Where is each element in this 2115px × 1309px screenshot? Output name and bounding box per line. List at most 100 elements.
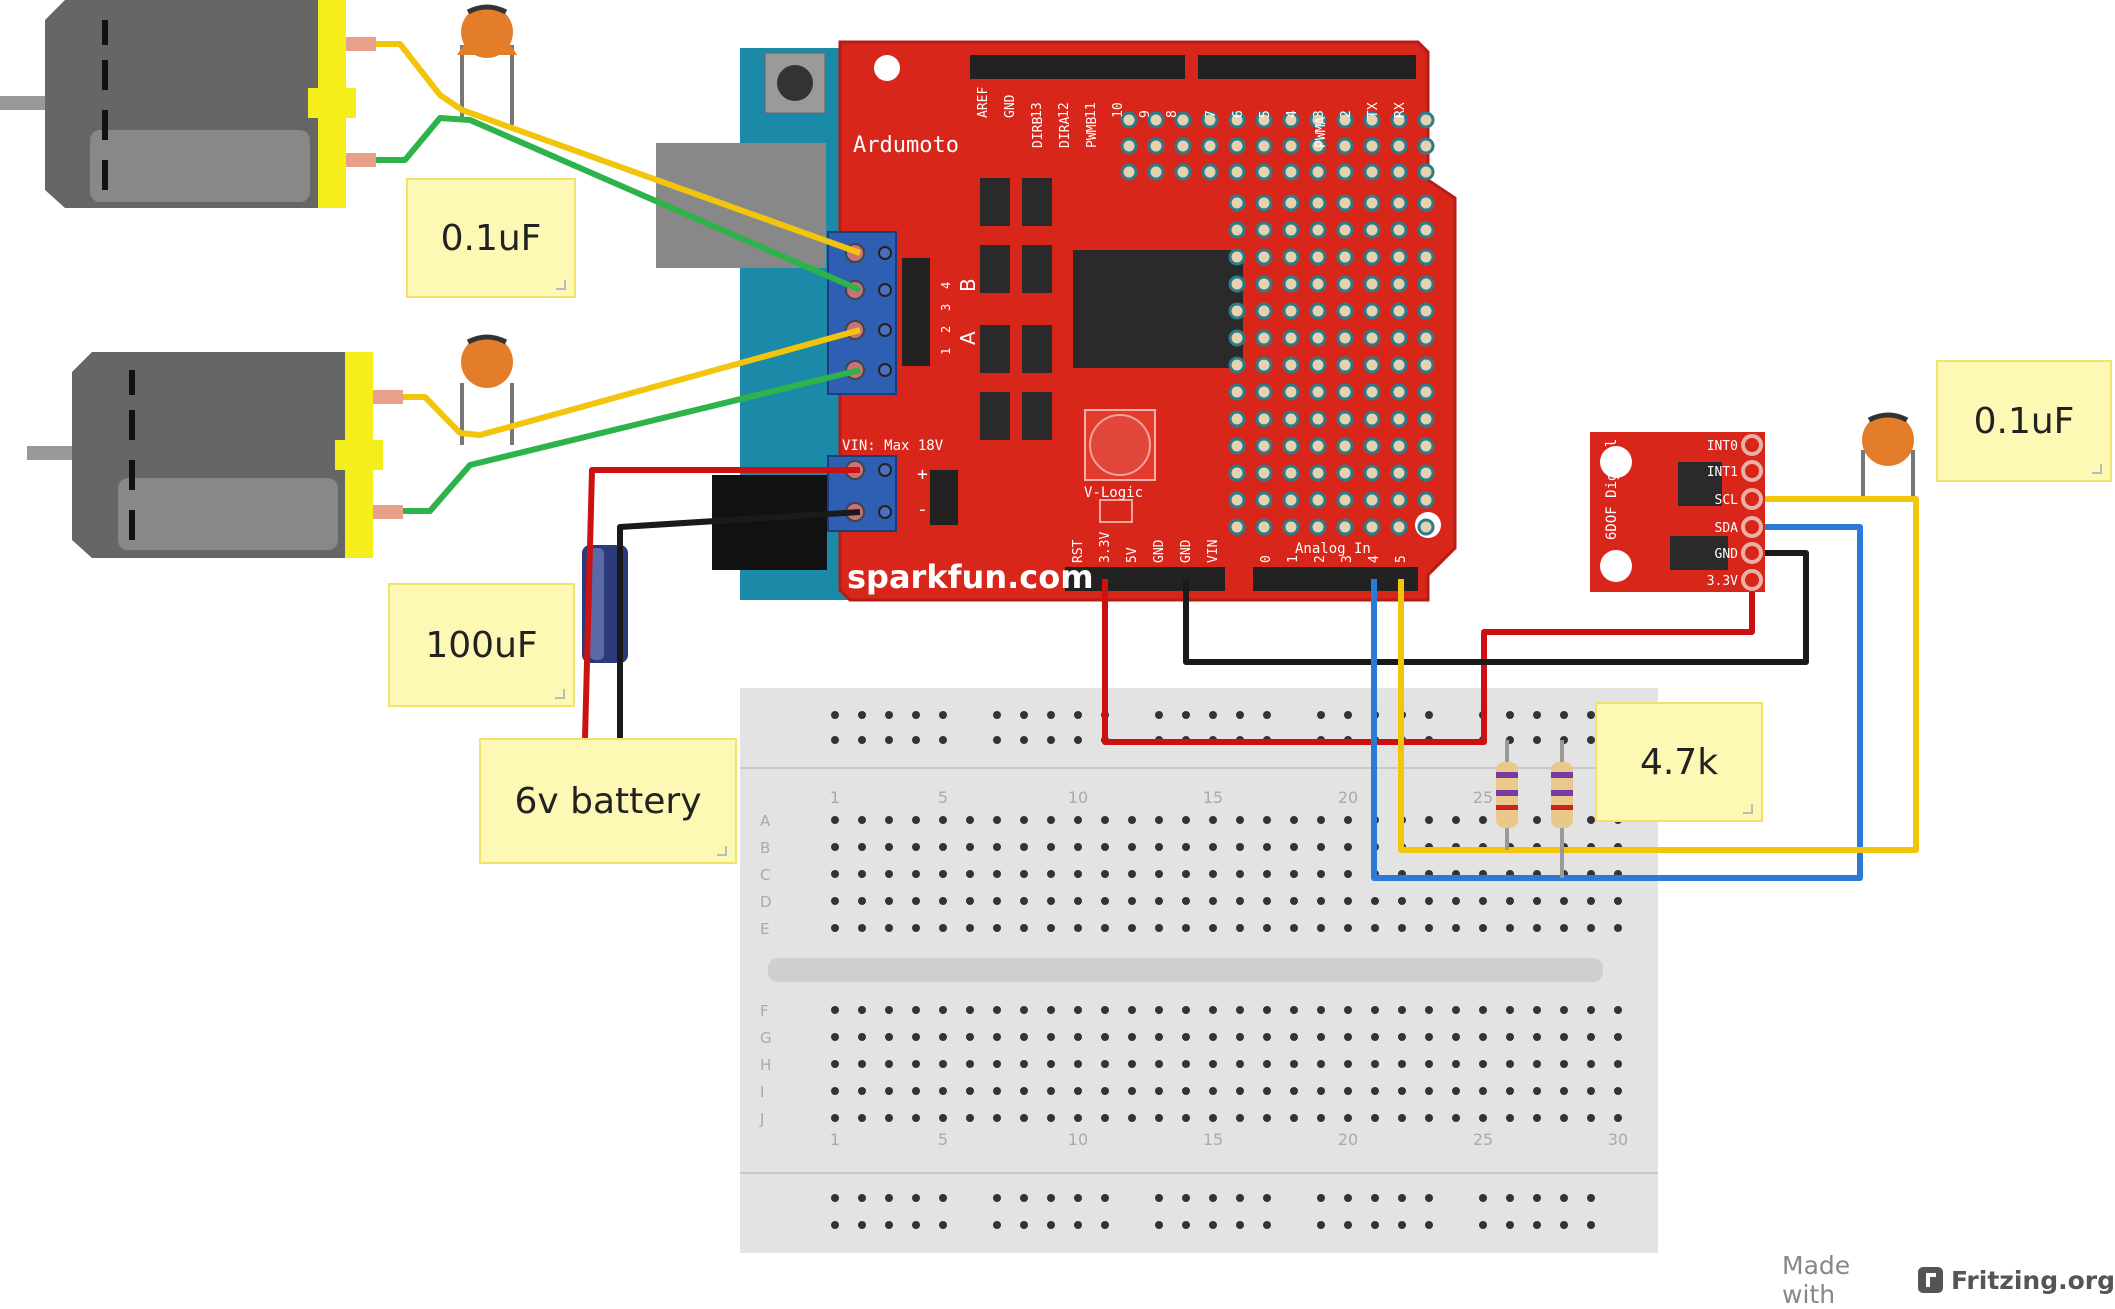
breadboard-hole — [966, 924, 974, 932]
proto-hole — [1336, 437, 1354, 455]
column-number: 20 — [1338, 1130, 1358, 1149]
breadboard-hole — [1560, 897, 1568, 905]
breadboard-hole — [1587, 1060, 1595, 1068]
breadboard-hole — [1479, 1114, 1487, 1122]
wire-motor2-yellow — [403, 327, 861, 438]
proto-hole — [1255, 464, 1273, 482]
rail-hole — [1101, 1221, 1109, 1229]
rail-hole — [912, 1194, 920, 1202]
breadboard-hole — [1020, 1087, 1028, 1095]
electrolytic-capacitor — [582, 545, 628, 663]
proto-hole — [1417, 111, 1435, 129]
breadboard-hole — [1263, 897, 1271, 905]
proto-hole — [1363, 111, 1381, 129]
breadboard-hole — [1614, 1033, 1622, 1041]
proto-hole — [1228, 137, 1246, 155]
terminal-pin — [878, 505, 892, 519]
vin-minus: - — [917, 499, 928, 520]
breadboard-hole — [1533, 1006, 1541, 1014]
breadboard-hole — [1371, 1006, 1379, 1014]
top-pin-label: 2 — [1339, 110, 1354, 118]
breadboard-hole — [939, 1114, 947, 1122]
breadboard-hole — [1263, 1060, 1271, 1068]
rail-hole — [885, 1221, 893, 1229]
proto-hole — [1228, 518, 1246, 536]
proto-hole — [1363, 248, 1381, 266]
breadboard-hole — [1236, 1114, 1244, 1122]
proto-hole — [1282, 163, 1300, 181]
vin-plus: + — [917, 464, 928, 485]
breadboard-hole — [1506, 897, 1514, 905]
sub-pin-label: DIRB — [1031, 117, 1046, 148]
breadboard-hole — [858, 1060, 866, 1068]
proto-hole — [1228, 111, 1246, 129]
breadboard-hole — [885, 1087, 893, 1095]
breadboard-hole — [1398, 1087, 1406, 1095]
breadboard-hole — [1290, 816, 1298, 824]
sub-pin-label: DIRA — [1058, 117, 1073, 148]
breadboard-hole — [1425, 1087, 1433, 1095]
proto-hole — [1120, 163, 1138, 181]
breadboard-hole — [993, 1060, 1001, 1068]
breadboard-hole — [912, 1114, 920, 1122]
proto-hole — [1174, 111, 1192, 129]
proto-hole — [1228, 410, 1246, 428]
analog-label: Analog In — [1295, 541, 1371, 557]
proto-hole — [1417, 137, 1435, 155]
sub-pin-label: PWMB — [1085, 117, 1100, 148]
breadboard-hole — [1398, 1060, 1406, 1068]
top-pin-label: 11 — [1084, 102, 1099, 118]
column-number: 10 — [1068, 788, 1088, 807]
rail-hole — [1560, 711, 1568, 719]
breadboard-hole — [993, 1006, 1001, 1014]
breadboard-hole — [831, 1006, 839, 1014]
breadboard-hole — [912, 1087, 920, 1095]
proto-hole — [1417, 248, 1435, 266]
breadboard-hole — [885, 843, 893, 851]
proto-hole — [1390, 518, 1408, 536]
breadboard-hole — [831, 924, 839, 932]
proto-hole — [1309, 194, 1327, 212]
note-sensor-cap: 0.1uF — [1936, 360, 2112, 482]
breadboard-hole — [831, 897, 839, 905]
breadboard-hole — [885, 816, 893, 824]
breadboard-hole — [1074, 1087, 1082, 1095]
proto-hole — [1417, 518, 1435, 536]
breadboard-hole — [1074, 897, 1082, 905]
column-number: 5 — [938, 1130, 948, 1149]
breadboard-hole — [1506, 1006, 1514, 1014]
rail-hole — [1317, 711, 1325, 719]
rail-hole — [1344, 1221, 1352, 1229]
breadboard-hole — [1128, 1006, 1136, 1014]
column-number: 15 — [1203, 788, 1223, 807]
proto-hole — [1417, 194, 1435, 212]
proto-hole — [1228, 163, 1246, 181]
breadboard-hole — [885, 1006, 893, 1014]
breadboard-hole — [1209, 870, 1217, 878]
proto-hole — [1282, 302, 1300, 320]
breadboard-hole — [1290, 1060, 1298, 1068]
breadboard-hole — [831, 1060, 839, 1068]
breadboard-hole — [993, 1114, 1001, 1122]
breadboard-hole — [1614, 897, 1622, 905]
breadboard-hole — [1317, 1087, 1325, 1095]
wire-motor1-yellow — [376, 41, 862, 256]
proto-hole — [1309, 275, 1327, 293]
breadboard-hole — [1560, 924, 1568, 932]
row-letter: G — [760, 1029, 772, 1047]
breadboard-hole — [1047, 870, 1055, 878]
rail-hole — [831, 1221, 839, 1229]
breadboard-hole — [1344, 1033, 1352, 1041]
breadboard-hole — [1020, 897, 1028, 905]
breadboard-hole — [1182, 924, 1190, 932]
rail-hole — [1317, 1221, 1325, 1229]
rail-hole — [1587, 1221, 1595, 1229]
breadboard-hole — [1560, 1033, 1568, 1041]
proto-hole — [1201, 163, 1219, 181]
rail-hole — [1101, 1194, 1109, 1202]
top-pin-label: RX — [1393, 102, 1408, 118]
proto-hole — [1309, 356, 1327, 374]
top-pin-label: 9 — [1138, 110, 1153, 118]
